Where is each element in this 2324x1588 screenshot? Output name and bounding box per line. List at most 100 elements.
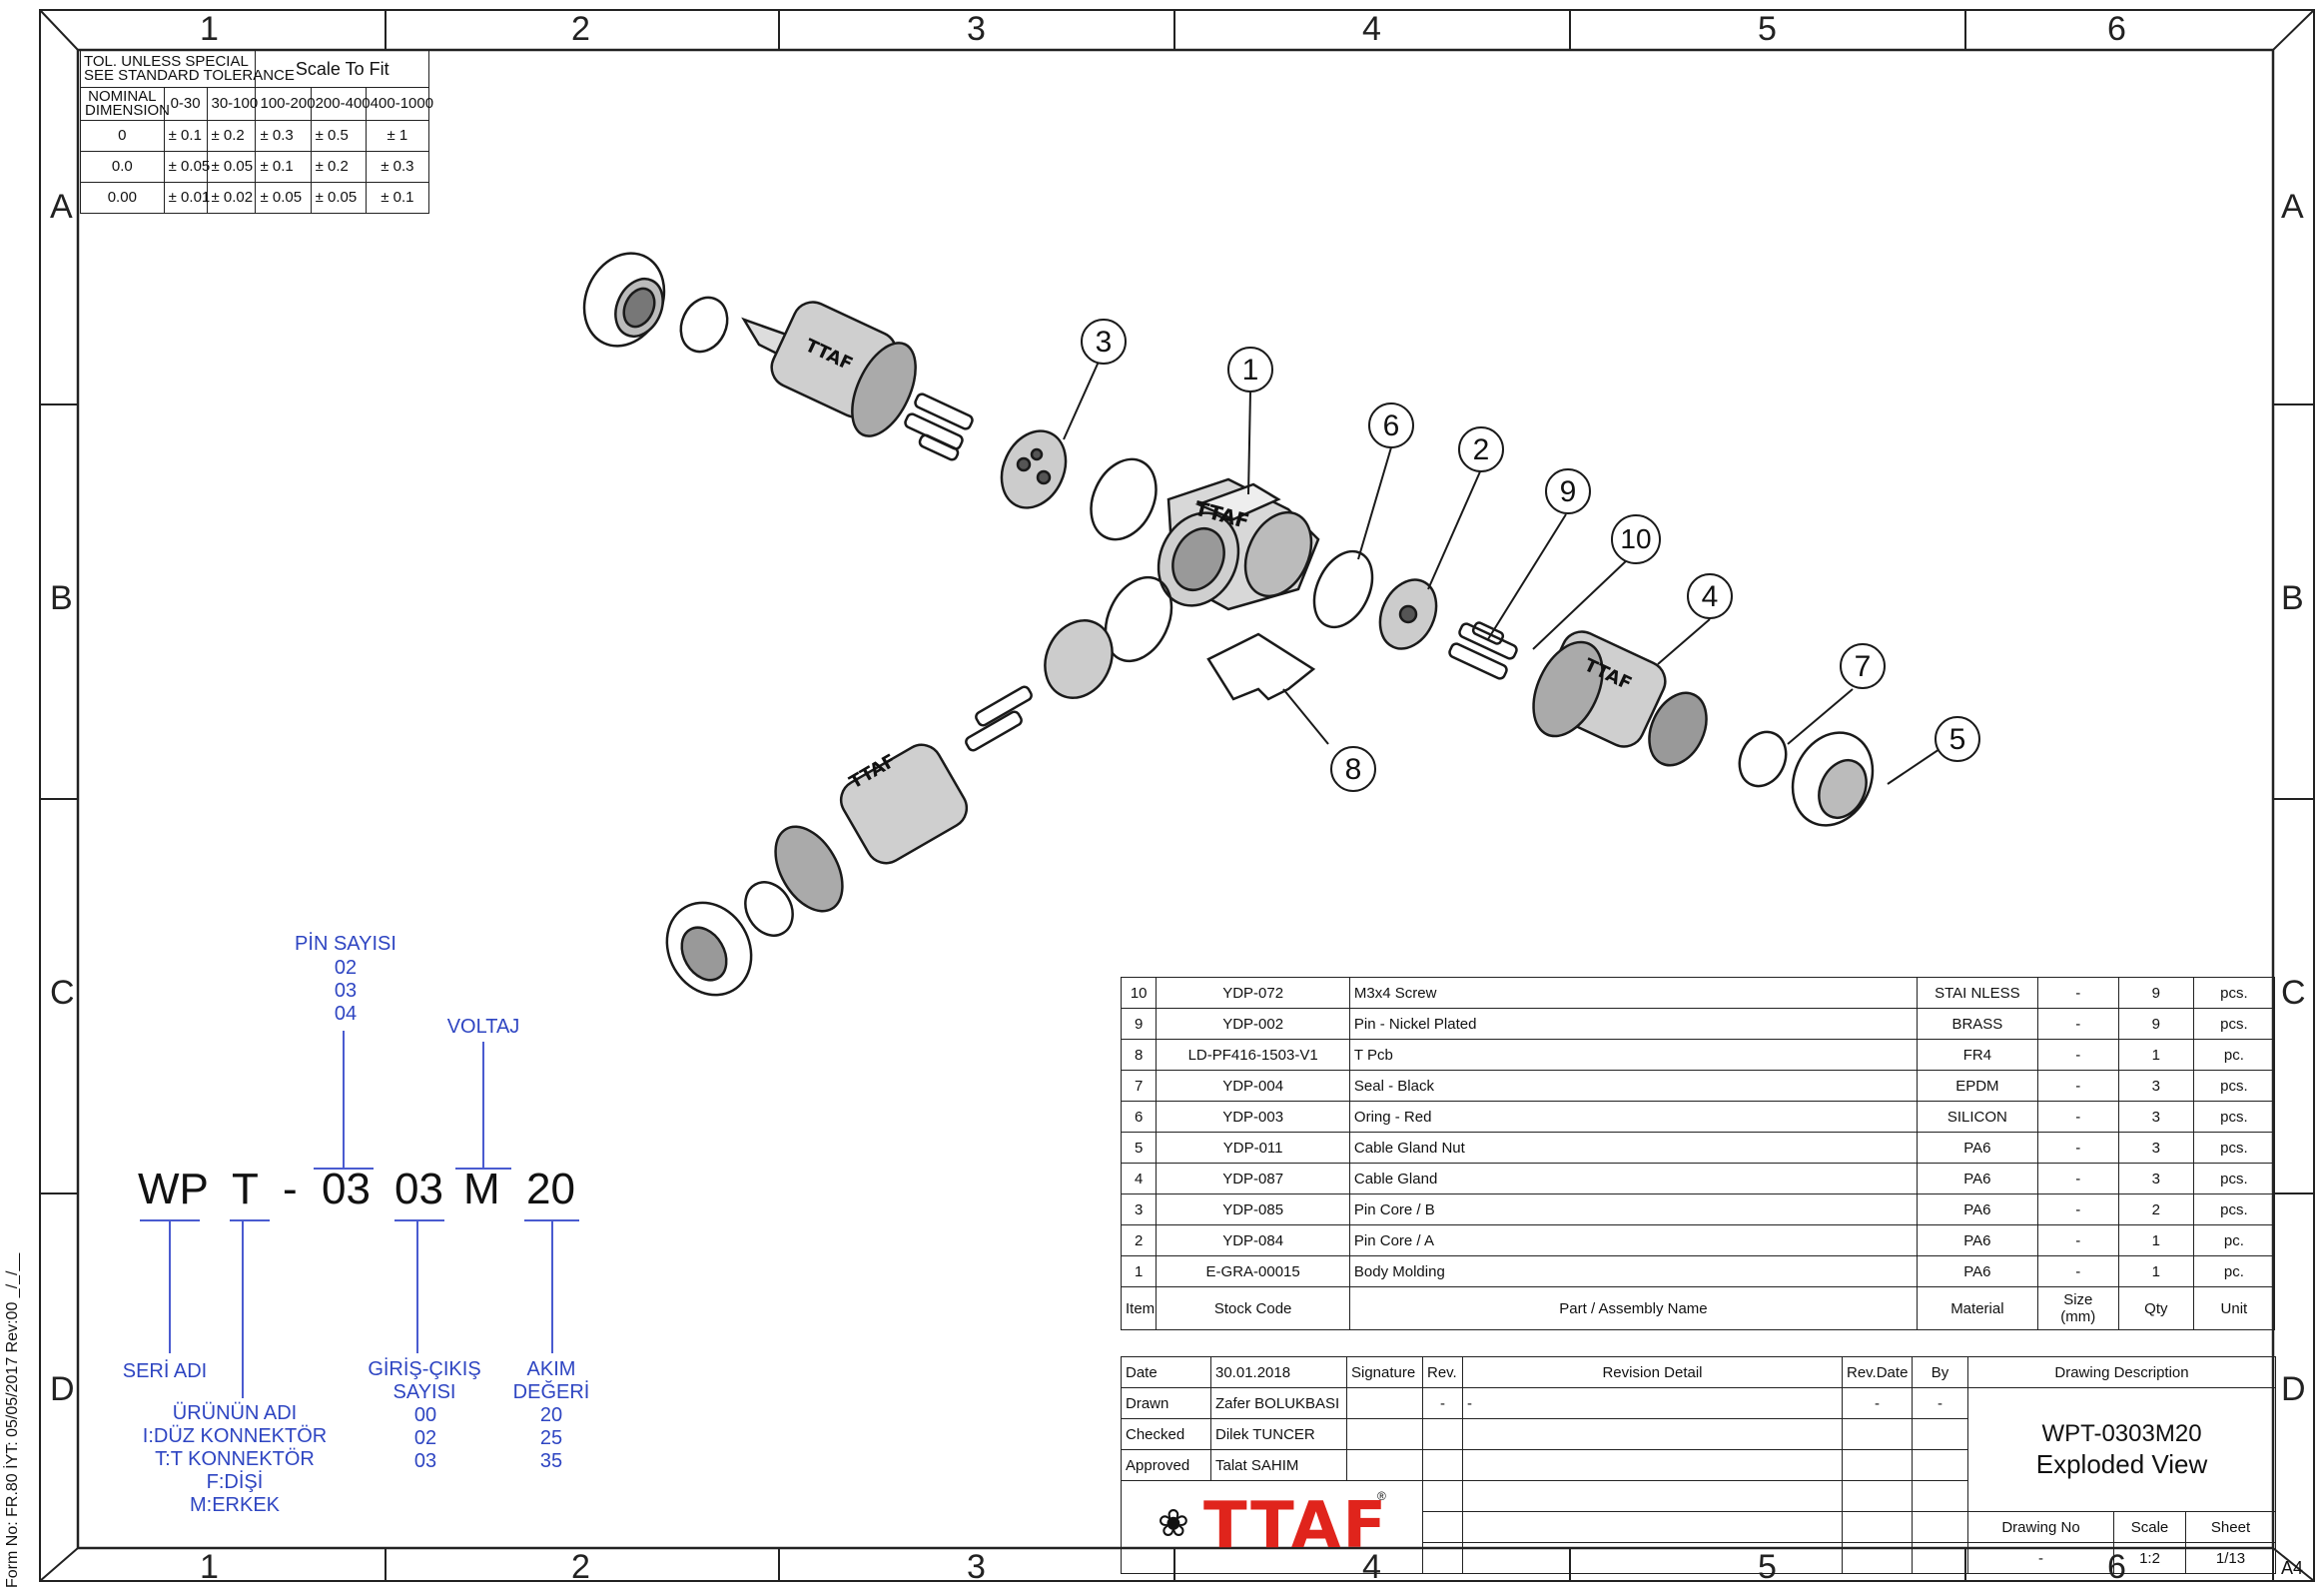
bom-cell-unit: pcs. <box>2192 1193 2276 1225</box>
bom-header-code: Stock Code <box>1156 1286 1350 1330</box>
bom-cell-size: - <box>2036 977 2119 1009</box>
bom-cell-name: Body Molding <box>1348 1255 1919 1287</box>
bom-cell-unit: pc. <box>2192 1224 2276 1256</box>
bom-cell-size: - <box>2036 1039 2119 1071</box>
bom-cell-size: - <box>2036 1224 2119 1256</box>
pins-lower <box>965 685 1033 752</box>
bom-cell-name: Cable Gland Nut <box>1348 1132 1919 1164</box>
zone-col-1-bottom: 1 <box>200 1548 219 1586</box>
tol-cell: ± 0.05 <box>255 182 312 214</box>
bom-cell-code: E-GRA-00015 <box>1156 1255 1350 1287</box>
zone-row-a-left: A <box>50 188 73 226</box>
bom-cell-qty: 3 <box>2117 1070 2194 1102</box>
tol-cell: ± 0.01 <box>163 182 210 214</box>
bom-cell-material: STAI NLESS <box>1917 977 2038 1009</box>
bom-header-qty: Qty <box>2117 1286 2194 1330</box>
bom-cell-code: YDP-003 <box>1156 1101 1350 1133</box>
bom-cell-unit: pcs. <box>2192 1163 2276 1194</box>
bom-header-name: Part / Assembly Name <box>1348 1286 1919 1330</box>
oring-top-left <box>1090 457 1158 541</box>
bom-cell-name: T Pcb <box>1348 1039 1919 1071</box>
drawn-by: Zafer BOLUKBASI <box>1210 1387 1347 1419</box>
bom-cell-qty: 9 <box>2117 1008 2194 1040</box>
zone-row-d-left: D <box>50 1370 75 1408</box>
drawing-no: - <box>1967 1542 2114 1574</box>
bom-cell-unit: pcs. <box>2192 1101 2276 1133</box>
gland-lower: TTAF <box>774 743 969 913</box>
gland-top-left: TTAF <box>741 301 917 437</box>
balloon-6: 6 <box>1382 409 1400 442</box>
balloon-3: 3 <box>1095 326 1113 359</box>
balloon-8: 8 <box>1344 753 1362 786</box>
bom-cell-material: PA6 <box>1917 1255 2038 1287</box>
bom-cell-item: 5 <box>1120 1132 1158 1164</box>
drawn-rev: - <box>1422 1387 1463 1419</box>
signature-label: Signature <box>1346 1356 1423 1388</box>
registered-mark: ® <box>1377 1489 1386 1503</box>
bom-cell-code: YDP-002 <box>1156 1008 1350 1040</box>
rev-date-label: Rev.Date <box>1842 1356 1913 1388</box>
bom-cell-unit: pc. <box>2192 1039 2276 1071</box>
bom-cell-item: 6 <box>1120 1101 1158 1133</box>
zone-col-5-top: 5 <box>1758 10 1777 48</box>
oring-lower <box>1104 575 1173 663</box>
gland-right: TTAF <box>1532 630 1708 767</box>
gland-nut-top-left <box>582 252 666 348</box>
bom-cell-item: 10 <box>1120 977 1158 1009</box>
tol-cell: ± 0.3 <box>255 120 312 152</box>
bom-cell-code: YDP-085 <box>1156 1193 1350 1225</box>
bom-cell-name: Seal - Black <box>1348 1070 1919 1102</box>
bom-cell-qty: 2 <box>2117 1193 2194 1225</box>
pins-top-left <box>904 393 974 461</box>
body-molding: TTAF <box>1157 477 1320 611</box>
tol-cell: ± 0.02 <box>206 182 257 214</box>
drawing-no-label: Drawing No <box>1967 1511 2114 1543</box>
zone-row-d-right: D <box>2281 1370 2306 1408</box>
tol-cell: ± 0.3 <box>365 151 430 183</box>
io-count-values: 00 02 03 <box>413 1404 437 1472</box>
pin-core-top-left <box>1000 429 1068 509</box>
bom-cell-unit: pcs. <box>2192 1070 2276 1102</box>
gland-nut-lower <box>665 901 753 997</box>
bom-cell-item: 3 <box>1120 1193 1158 1225</box>
balloon-10: 10 <box>1620 523 1652 554</box>
bom-cell-item: 2 <box>1120 1224 1158 1256</box>
bom-cell-unit: pcs. <box>2192 1008 2276 1040</box>
form-note: Form No: FR.80 İYT: 05/05/2017 Rev:00 _/… <box>4 1252 21 1588</box>
tol-header-2: 100-200 <box>255 87 316 121</box>
bom-cell-qty: 3 <box>2117 1132 2194 1164</box>
logo-mark-icon: ❀ <box>1158 1503 1189 1545</box>
bom-cell-material: SILICON <box>1917 1101 2038 1133</box>
bom-header-item: Item <box>1120 1286 1158 1330</box>
drawn-signature <box>1346 1387 1423 1419</box>
bom-cell-qty: 3 <box>2117 1101 2194 1133</box>
bom-cell-item: 1 <box>1120 1255 1158 1287</box>
code-io: 03 <box>394 1165 443 1213</box>
drawn-revision-detail: - <box>1462 1387 1843 1419</box>
tol-row-label: 0 <box>80 120 165 152</box>
by-label: By <box>1912 1356 1968 1388</box>
code-type: T <box>232 1165 259 1213</box>
drawn-rev-date: - <box>1842 1387 1913 1419</box>
balloon-9: 9 <box>1559 475 1577 508</box>
tol-header-4: 400-1000 <box>365 87 433 121</box>
zone-row-b-right: B <box>2281 579 2304 617</box>
pin-count-title: PİN SAYISI <box>295 933 396 955</box>
bom-cell-name: M3x4 Screw <box>1348 977 1919 1009</box>
bom-cell-unit: pcs. <box>2192 1132 2276 1164</box>
zone-col-3-bottom: 3 <box>967 1548 986 1586</box>
balloon-leaders <box>1063 319 1980 792</box>
bom-cell-size: - <box>2036 1008 2119 1040</box>
